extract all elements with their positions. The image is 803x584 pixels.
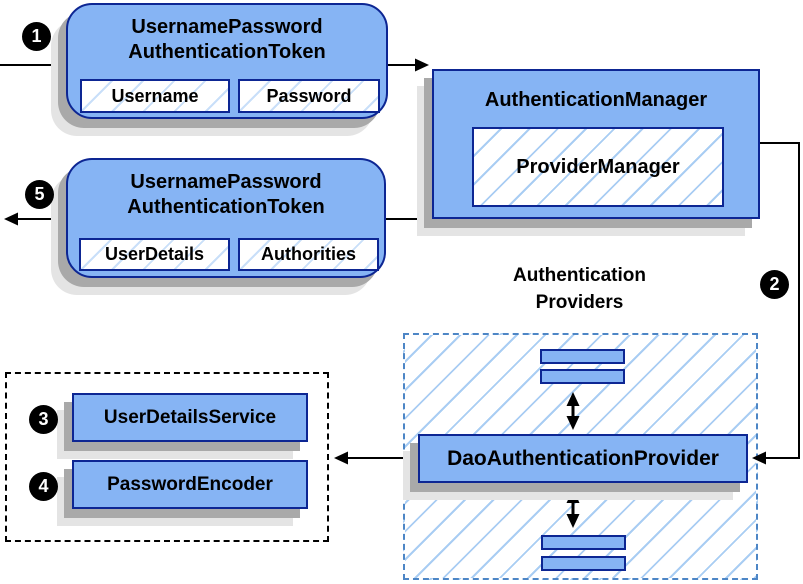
step-4-badge: 4 [29,472,58,501]
request-token-title-line1: UsernamePassword [131,16,323,38]
request-token-title-line2: AuthenticationToken [128,41,326,63]
provider-slot-bar [541,535,626,550]
services-group-box [5,372,329,542]
provider-link-top-uphead-icon [566,392,580,406]
result-token-title-line1: UsernamePassword [130,171,322,193]
step-5-badge: 5 [25,180,54,209]
providers-heading-line2: Providers [535,292,624,313]
provider-slot-bar [540,349,625,364]
password-field: Password [238,79,380,113]
password-encoder-node: PasswordEncoder [72,460,308,509]
flow-step2-arrowhead-icon [752,451,766,465]
flow-step5-arrowhead-icon [4,212,18,226]
authorities-field: Authorities [238,238,379,271]
step-2-badge: 2 [760,270,789,299]
step-3-badge: 3 [29,405,58,434]
provider-slot-bar [540,369,625,384]
provider-manager-node: ProviderManager [472,127,724,207]
provider-link-top-downhead-icon [566,416,580,430]
providers-heading-line1: Authentication [513,265,646,286]
authentication-manager-node: AuthenticationManager ProviderManager [432,69,760,219]
request-token-node: UsernamePassword AuthenticationToken Use… [66,3,388,119]
authentication-manager-title: AuthenticationManager [484,89,708,111]
providers-heading: Authentication Providers [452,262,707,316]
provider-link-bottom-uphead-icon [566,489,580,503]
user-details-service-node: UserDetailsService [72,393,308,442]
flow-step2-line [760,142,800,459]
provider-link-bottom-downhead-icon [566,514,580,528]
step-1-badge: 1 [22,22,51,51]
user-details-field: UserDetails [79,238,230,271]
username-field: Username [80,79,230,113]
provider-slot-bar [541,556,626,571]
result-token-title-line2: AuthenticationToken [127,196,325,218]
flow-step1-arrowhead-icon [415,58,429,72]
result-token-node: UsernamePassword AuthenticationToken Use… [66,158,386,278]
dao-authentication-provider-node: DaoAuthenticationProvider [418,434,748,483]
flow-step3-arrowhead-icon [334,451,348,465]
